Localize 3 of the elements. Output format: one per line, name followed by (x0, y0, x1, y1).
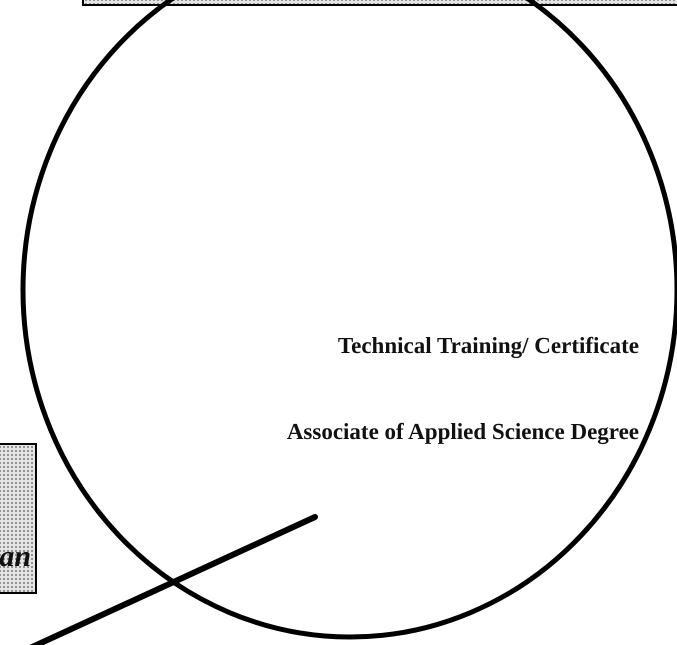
heading-text: Associate of Applied Science Degree (286, 418, 639, 445)
panel-text: an (0, 540, 31, 574)
heading-text: Technical Training/ Certificate (338, 332, 639, 359)
